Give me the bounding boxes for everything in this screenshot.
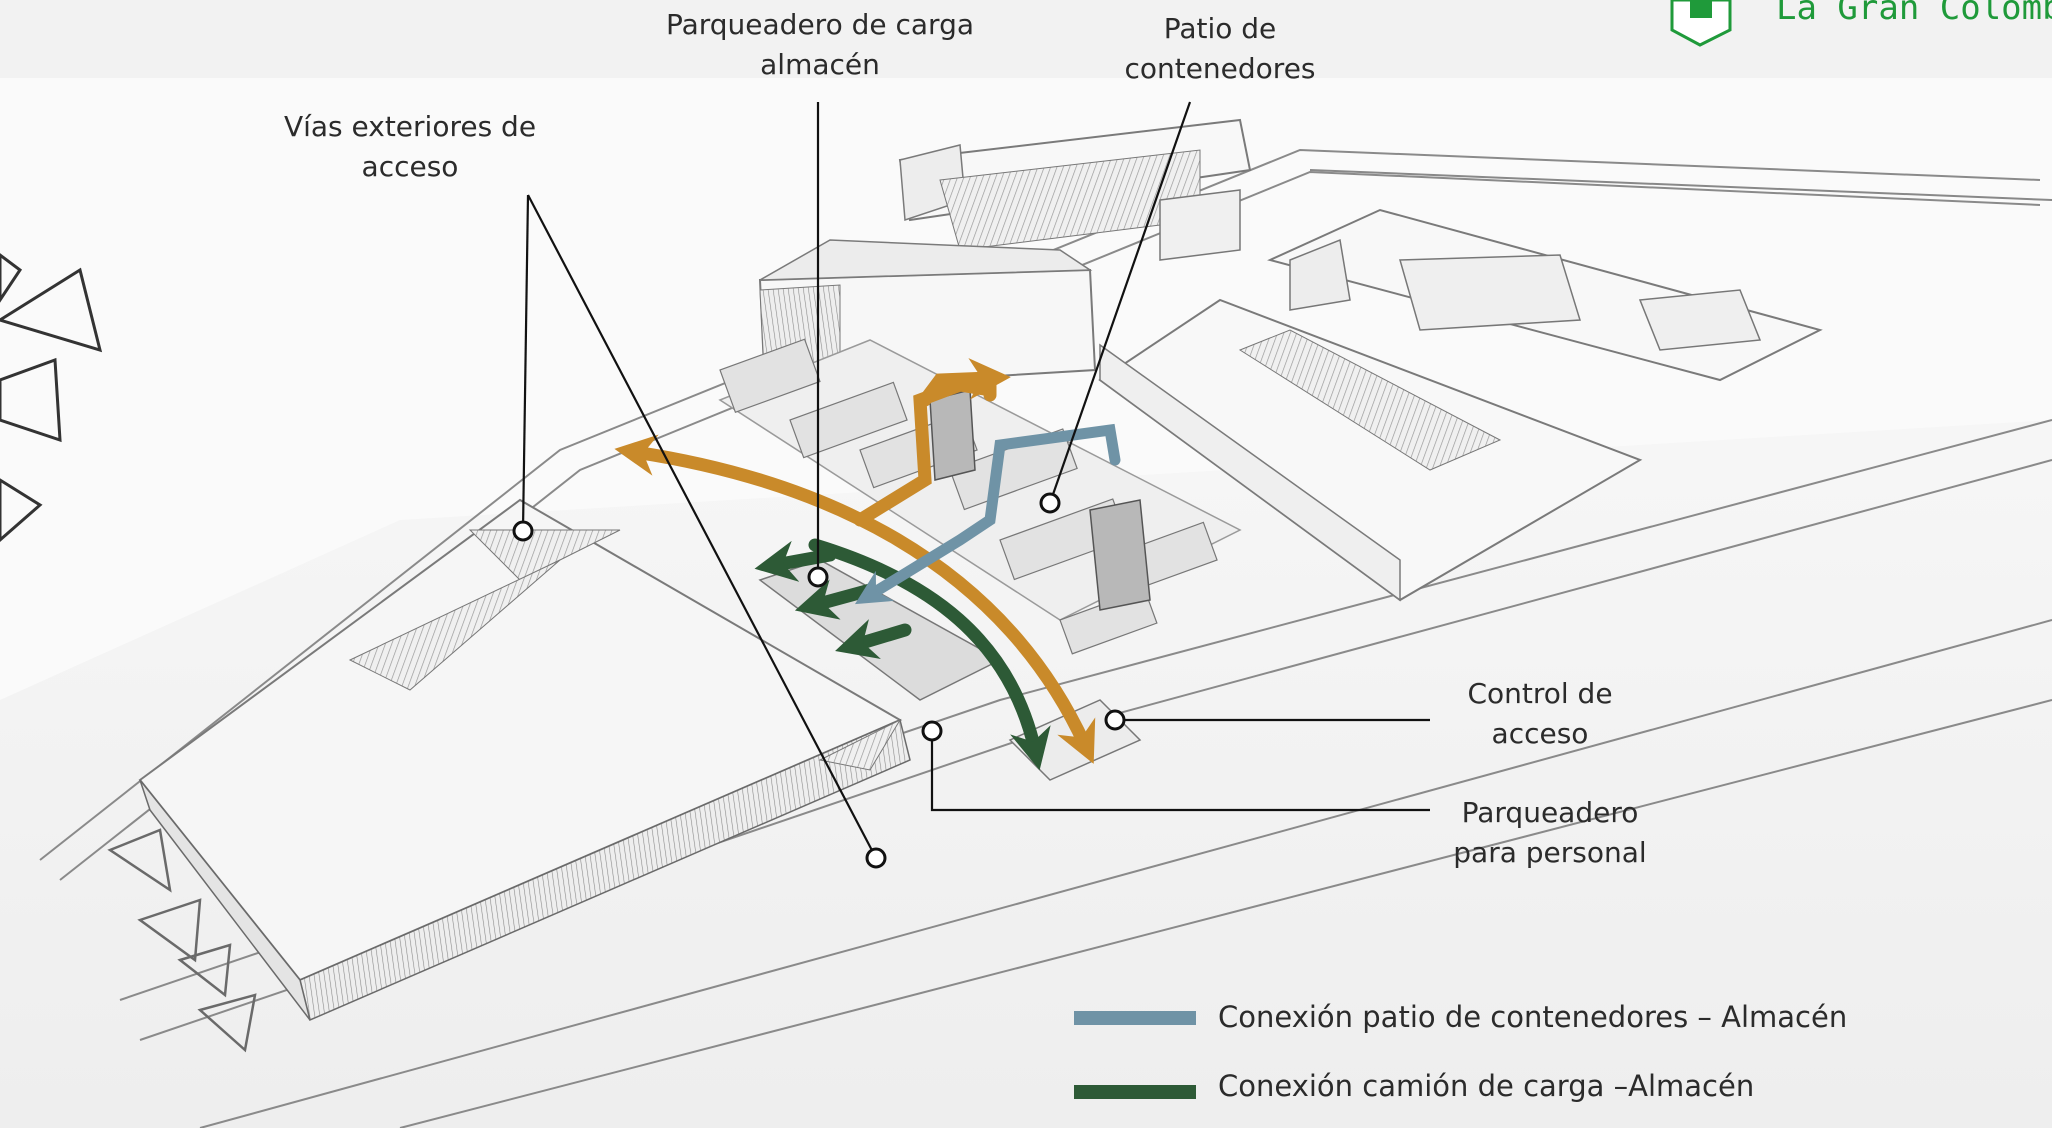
legend-swatch-green — [1074, 1085, 1196, 1099]
legend-swatch-blue — [1074, 1011, 1196, 1025]
compass-rose — [0, 253, 103, 542]
label-vias-exteriores-line2: acceso — [361, 150, 459, 183]
top-band — [0, 0, 2052, 78]
legend-label-green: Conexión camión de carga –Almacén — [1218, 1069, 1755, 1103]
label-vias-exteriores-line1: Vías exteriores de — [283, 110, 537, 143]
university-seal — [1670, 0, 1732, 47]
label-parqueadero-carga-line2: almacén — [760, 48, 880, 81]
label-control-acceso-line1: Control de — [1467, 677, 1613, 710]
leader-lines — [521, 101, 1430, 859]
route-orange — [614, 358, 1096, 764]
label-control-acceso: Control de acceso — [1440, 674, 1640, 754]
top-buildings — [758, 118, 1252, 392]
label-control-acceso-line2: acceso — [1491, 717, 1589, 750]
label-patio-contenedores-line2: contenedores — [1124, 52, 1316, 85]
brand-name: La Gran Colombia — [1776, 0, 2052, 28]
label-vias-exteriores: Vías exteriores de acceso — [270, 107, 550, 187]
callout-dots — [512, 492, 1126, 869]
route-green — [754, 538, 1051, 771]
label-parqueadero-carga: Parqueadero de carga almacén — [635, 5, 1005, 85]
label-parqueadero-personal-line1: Parqueadero — [1461, 796, 1639, 829]
landscape-triangles — [107, 828, 257, 1053]
right-buildings — [1098, 169, 2052, 602]
label-parqueadero-carga-line1: Parqueadero de carga — [665, 8, 975, 41]
route-blue — [854, 423, 1121, 605]
label-parqueadero-personal: Parqueadero para personal — [1430, 793, 1670, 873]
label-patio-contenedores-line1: Patio de — [1163, 12, 1277, 45]
label-parqueadero-personal-line2: para personal — [1453, 836, 1647, 869]
label-patio-contenedores: Patio de contenedores — [1100, 9, 1340, 89]
legend-label-blue: Conexión patio de contenedores – Almacén — [1218, 1000, 1848, 1034]
